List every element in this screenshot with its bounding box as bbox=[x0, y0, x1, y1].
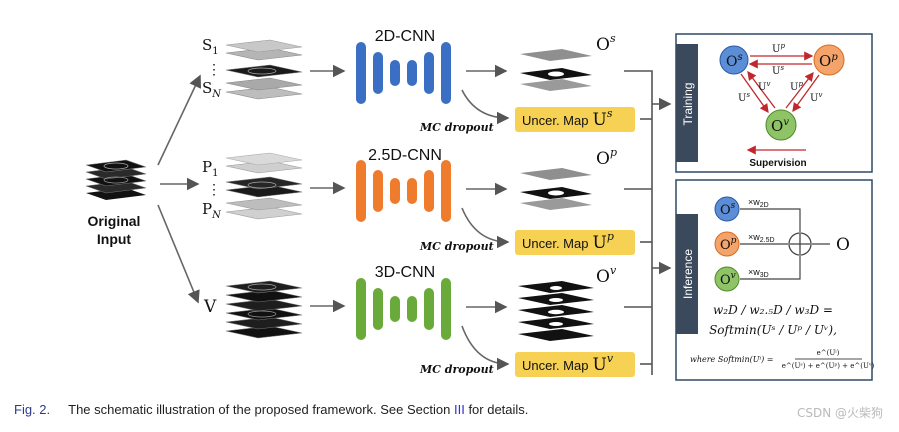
inference-node-op-label: Op bbox=[720, 236, 737, 253]
inference-tab-label: Inference bbox=[681, 249, 695, 299]
input-label-line1: Original bbox=[88, 213, 141, 229]
uncer-map-box-p bbox=[515, 230, 635, 255]
weight-label-25d: ×w2.5D bbox=[748, 232, 775, 244]
slice-ellipsis-s: ⋮ bbox=[207, 61, 221, 77]
edge-label-up-right: Up bbox=[790, 80, 803, 93]
output-label-s: Os bbox=[596, 32, 616, 55]
slice-label-p1: P1 bbox=[202, 158, 218, 179]
slice-label-sn: SN bbox=[202, 79, 222, 100]
slice-label-pn: PN bbox=[202, 200, 222, 221]
output-label-p: Op bbox=[596, 146, 617, 169]
inference-node-os bbox=[714, 196, 740, 222]
network-label-25d: 2.5D-CNN bbox=[368, 147, 442, 164]
training-node-os-label: Os bbox=[726, 52, 743, 70]
arrow-3d-to-uncer bbox=[461, 325, 510, 371]
slice-ellipsis-p: ⋮ bbox=[207, 181, 221, 197]
supervision-label: Supervision bbox=[749, 158, 806, 169]
training-tab bbox=[676, 44, 698, 162]
training-node-op-label: Op bbox=[819, 52, 838, 70]
training-node-ov bbox=[765, 109, 797, 141]
output-stack-s bbox=[520, 49, 592, 91]
output-stack-p bbox=[520, 168, 592, 210]
slice-label-s1: S1 bbox=[202, 36, 219, 57]
slice-stack-s bbox=[225, 39, 303, 100]
volume-stack-v bbox=[225, 280, 303, 339]
network-bars-25d bbox=[356, 160, 451, 222]
uncer-map-box-s bbox=[515, 107, 635, 132]
input-arrow-top bbox=[157, 74, 202, 166]
caption-text-before: The schematic illustration of the propos… bbox=[68, 402, 454, 417]
weight-label-3d: ×w3D bbox=[748, 267, 769, 279]
formula-line1: w₂D / w₂.₅D / w₃D = bbox=[713, 303, 833, 317]
inference-node-os-label: Os bbox=[720, 201, 736, 218]
dropout-label-v: MC dropout bbox=[419, 363, 494, 376]
inference-lines bbox=[740, 208, 830, 280]
input-arrow-bot bbox=[157, 204, 200, 304]
network-label-2d: 2D-CNN bbox=[375, 28, 435, 45]
input-label-line2: Input bbox=[97, 231, 132, 247]
connector-lines bbox=[624, 70, 653, 375]
caption-section-link[interactable]: III bbox=[453, 402, 465, 417]
arrow-25d-to-uncer bbox=[461, 207, 510, 249]
inference-tab bbox=[676, 214, 698, 334]
dropout-label-s: MC dropout bbox=[419, 121, 494, 134]
formula-numerator: e^(Uⁱ) bbox=[817, 349, 840, 357]
volume-label-v: V bbox=[203, 297, 217, 317]
caption-text-after: for details. bbox=[464, 402, 529, 417]
weight-label-2d: ×w2D bbox=[748, 197, 769, 209]
caption-fig-label: Fig. 2. bbox=[14, 402, 51, 417]
formula-where: where Softmin(Uⁱ) = bbox=[690, 355, 773, 364]
figure-caption: Fig. 2. The schematic illustration of the… bbox=[14, 402, 528, 417]
dropout-label-p: MC dropout bbox=[419, 240, 494, 253]
inference-node-op bbox=[714, 231, 740, 257]
training-supervision-arrows bbox=[740, 51, 820, 155]
training-node-ov-label: Ov bbox=[771, 117, 789, 135]
training-node-os bbox=[719, 45, 749, 75]
training-node-op bbox=[813, 44, 845, 76]
network-bars-2d bbox=[356, 42, 451, 104]
uncer-map-box-v bbox=[515, 352, 635, 377]
edge-label-us-top: Us bbox=[772, 64, 784, 77]
inference-node-ov bbox=[714, 266, 740, 292]
edge-label-uv-right: Uv bbox=[810, 91, 822, 104]
output-stack-v bbox=[518, 281, 594, 341]
watermark: CSDN @火柴狗 bbox=[796, 406, 883, 420]
edge-label-us-left: Us bbox=[738, 91, 750, 104]
output-label-v: Ov bbox=[596, 264, 617, 287]
arrow-2d-to-uncer bbox=[461, 89, 510, 125]
network-bars-3d bbox=[356, 278, 451, 340]
inference-panel bbox=[675, 179, 873, 381]
slice-stack-p bbox=[225, 152, 303, 220]
training-tab-label: Training bbox=[681, 83, 695, 126]
network-label-3d: 3D-CNN bbox=[375, 264, 435, 281]
edge-label-up-top: Up bbox=[772, 42, 785, 55]
inference-output-label: O bbox=[836, 235, 850, 255]
inference-node-ov-label: Ov bbox=[720, 271, 736, 288]
edge-label-uv-left: Uv bbox=[758, 80, 770, 93]
original-input-stack bbox=[85, 159, 147, 200]
formula-line2: Softmin(Uˢ / Uᵖ / Uᵛ), bbox=[709, 323, 837, 337]
formula-denominator: e^(Uˢ) + e^(Uᵖ) + e^(Uᵛ) bbox=[782, 362, 875, 370]
